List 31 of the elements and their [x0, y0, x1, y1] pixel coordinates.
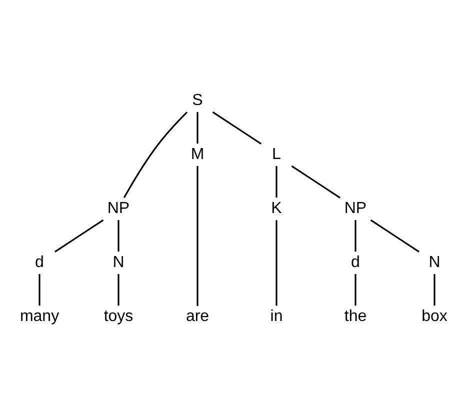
node-text: NP [344, 199, 367, 216]
node-text: box [422, 307, 448, 324]
connector [434, 274, 436, 306]
connector [38, 274, 40, 306]
node-text: are [186, 307, 210, 324]
connector [212, 110, 262, 144]
connector [196, 112, 198, 144]
connector [276, 166, 278, 198]
node-text: toys [104, 307, 134, 324]
connector [354, 220, 356, 252]
node-text: L [272, 145, 281, 162]
node-text: NP [107, 199, 130, 216]
connector [291, 164, 340, 198]
connector [370, 218, 420, 252]
node-text: K [271, 199, 282, 216]
node-text: M [190, 145, 204, 162]
node-text: the [344, 307, 367, 324]
node-text: d [351, 253, 360, 270]
connector [54, 218, 104, 252]
node-text: S [192, 91, 203, 108]
node-text: many [20, 307, 60, 324]
connector [123, 111, 188, 198]
node-text: N [428, 253, 440, 270]
node-text: d [35, 253, 44, 270]
node-text: N [112, 253, 124, 270]
connector [118, 220, 120, 252]
connector [196, 166, 198, 306]
connector [354, 274, 356, 306]
connector [118, 274, 120, 306]
connector [276, 220, 278, 306]
node-text: in [270, 307, 283, 324]
